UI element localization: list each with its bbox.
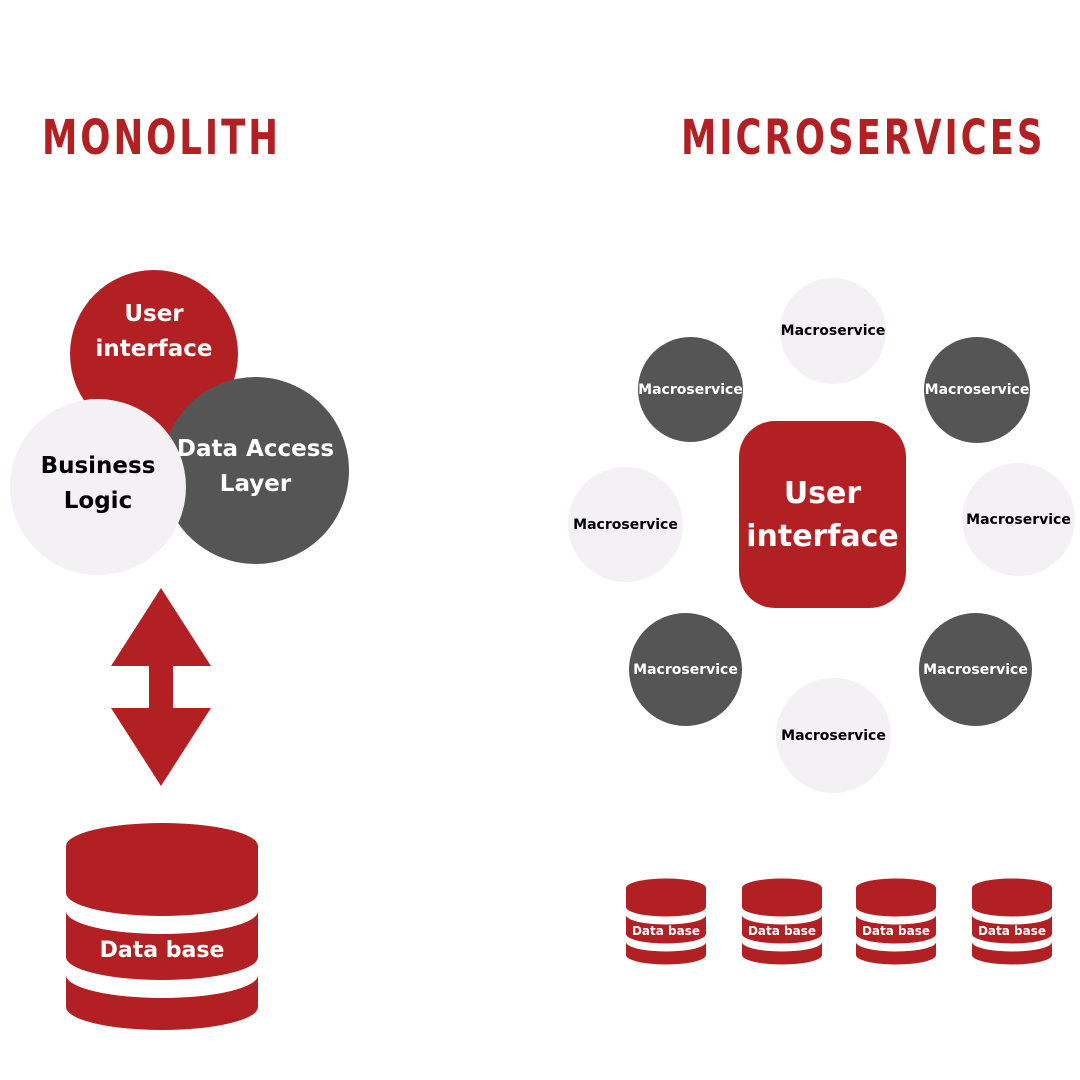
monolith-title: MONOLITH <box>42 110 281 166</box>
business-logic-label: Business Logic <box>40 453 156 514</box>
macroservice-circle: Macroservice <box>780 278 886 384</box>
database-icon: Data base <box>66 823 258 1030</box>
data-access-layer-label: Data Access Layer <box>176 435 335 497</box>
data-access-layer-circle: Data Access Layer <box>162 377 349 564</box>
database-label: Data base <box>978 924 1046 938</box>
microservices-title: MICROSERVICES <box>681 110 1046 166</box>
database-icon: Data base <box>972 878 1052 965</box>
macroservice-circle: Macroservice <box>568 467 683 582</box>
macroservice-label: Macroservice <box>781 727 886 744</box>
database-icon: Data base <box>742 878 822 965</box>
macroservice-circle: Macroservice <box>924 337 1030 443</box>
macroservice-label: Macroservice <box>780 323 886 339</box>
database-label: Data base <box>862 924 930 938</box>
macroservice-label: Macroservice <box>966 511 1071 528</box>
database-label: Data base <box>748 924 816 938</box>
macroservice-circle: Macroservice <box>638 337 743 442</box>
macroservice-circle: Macroservice <box>919 613 1032 726</box>
macroservice-label: Macroservice <box>633 661 738 678</box>
macroservice-circle: Macroservice <box>776 678 891 793</box>
double-arrow-icon <box>111 588 211 786</box>
macroservice-label: Macroservice <box>638 381 743 398</box>
macroservice-circle: Macroservice <box>629 613 742 726</box>
business-logic-circle: Business Logic <box>10 399 186 575</box>
microservices-user-interface-label: User interface <box>746 475 899 554</box>
monolith-user-interface-label: User interface <box>95 301 213 362</box>
microservices-user-interface-box: User interface <box>739 421 906 608</box>
database-label: Data base <box>632 924 700 938</box>
macroservice-circle: Macroservice <box>962 463 1075 576</box>
database-icon: Data base <box>626 878 706 965</box>
macroservice-label: Macroservice <box>924 382 1030 398</box>
database-icon: Data base <box>856 878 936 965</box>
macroservice-label: Macroservice <box>923 661 1028 678</box>
monolith-database-label: Data base <box>100 938 225 963</box>
macroservice-label: Macroservice <box>573 516 678 533</box>
